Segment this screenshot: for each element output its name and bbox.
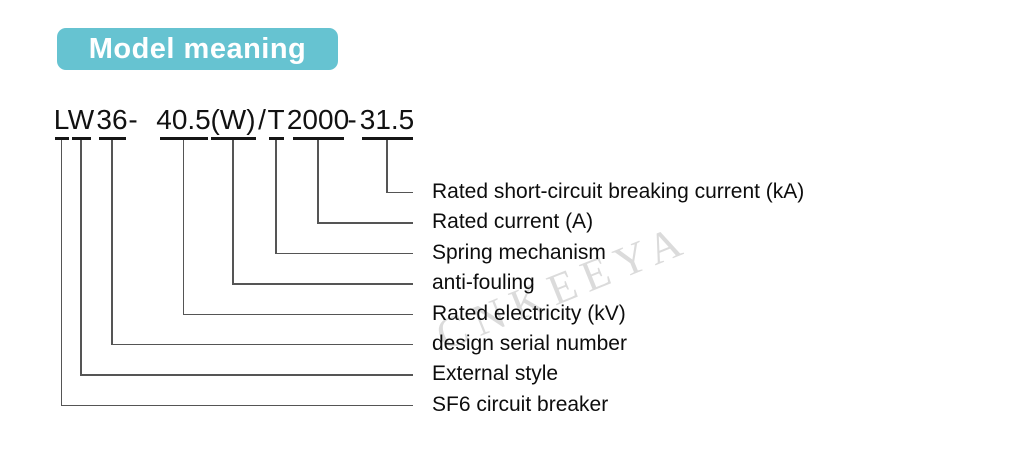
code-segment-T: T <box>267 104 285 135</box>
code-underline-T <box>268 137 284 140</box>
connector-vertical-36 <box>111 140 113 344</box>
code-underline-36 <box>98 137 126 140</box>
connector-vertical-40.5 <box>182 140 185 314</box>
code-underline-40.5 <box>159 137 208 140</box>
section-title-pill: Model meaning <box>57 28 338 70</box>
meaning-label: design serial number <box>432 332 627 355</box>
connector-vertical-W <box>80 140 82 375</box>
connector-vertical-31.5 <box>386 140 388 192</box>
code-segment-W: W <box>67 104 95 135</box>
connector-horizontal-(W) <box>232 283 414 285</box>
meaning-label: External style <box>432 362 559 386</box>
code-segment-(W): (W) <box>210 104 256 135</box>
code-underline-(W) <box>210 137 256 140</box>
meaning-label: Rated short-circuit breaking current (kA… <box>432 180 805 203</box>
code-underline-L <box>54 137 69 140</box>
code-underline-2000 <box>292 137 344 140</box>
connector-horizontal-40.5 <box>182 313 414 315</box>
code-segment-31.5: 31.5 <box>359 104 415 135</box>
code-separator: - <box>347 104 357 135</box>
meaning-label: Spring mechanism <box>432 240 606 264</box>
code-separator: - <box>128 104 138 135</box>
connector-vertical-T <box>275 140 277 253</box>
connector-horizontal-T <box>275 252 414 255</box>
connector-vertical-2000 <box>317 140 319 223</box>
code-segment-L: L <box>53 104 70 135</box>
meaning-label: anti-fouling <box>432 271 535 295</box>
code-underline-W <box>71 137 91 140</box>
code-underline-31.5 <box>361 137 413 140</box>
connector-horizontal-L <box>60 404 414 407</box>
connector-vertical-L <box>60 140 63 405</box>
code-segment-40.5: 40.5 <box>156 104 211 135</box>
meaning-label: SF6 circuit breaker <box>432 392 609 416</box>
meaning-label: Rated current (A) <box>432 210 594 234</box>
section-title: Model meaning <box>88 32 307 65</box>
connector-horizontal-36 <box>111 344 414 346</box>
meaning-label: Rated electricity (kV) <box>432 301 626 325</box>
connector-horizontal-W <box>80 374 414 376</box>
code-segment-2000: 2000 <box>286 104 350 135</box>
connector-vertical-(W) <box>232 140 234 284</box>
code-segment-36: 36 <box>96 104 128 135</box>
code-separator: / <box>258 104 266 135</box>
connector-horizontal-2000 <box>317 222 414 224</box>
connector-horizontal-31.5 <box>386 192 414 194</box>
